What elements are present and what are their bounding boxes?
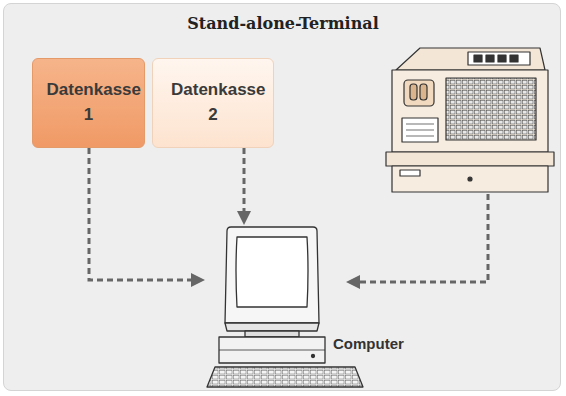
computer: Computer [205,225,420,390]
cash-box: Datenkasse 1 [32,58,145,148]
dashed-connector [237,148,251,225]
dashed-connector [89,148,205,287]
node-label: Datenkasse 2 [171,78,255,127]
node-label: Computer [333,335,404,352]
node-label: Datenkasse 1 [47,78,131,127]
computer-illustration [205,225,405,390]
diagram-title: Stand-alone-Terminal [0,14,566,33]
cash-box: Datenkasse 2 [152,58,274,148]
